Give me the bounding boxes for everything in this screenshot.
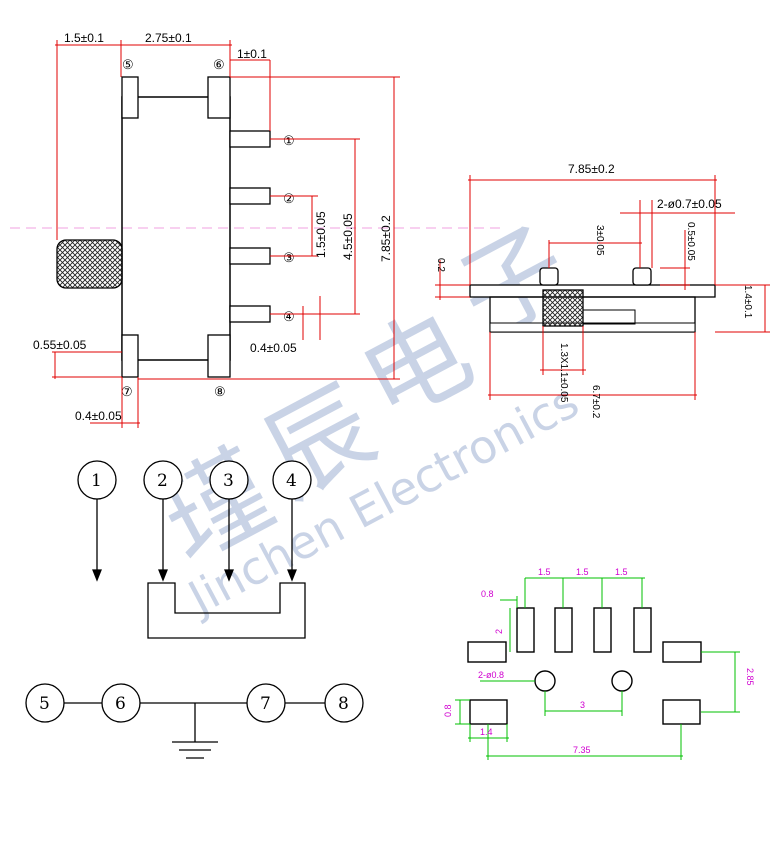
sch-label-6: 6 — [115, 694, 126, 714]
actuator-hatch — [56, 239, 123, 289]
sch-label-2: 2 — [157, 471, 168, 491]
dim-side-pitch: 3±0.05 — [594, 225, 605, 256]
dim-side-actuator: 1.3X1.1±0.05 — [558, 343, 569, 403]
dim-pin-width: 0.4±0.05 — [250, 341, 297, 355]
pad-7 — [121, 334, 139, 378]
sch-label-5: 5 — [39, 694, 50, 714]
sch-label-8: 8 — [338, 694, 349, 714]
pin-4 — [229, 305, 271, 323]
dim-side-boss: 0.5±0.05 — [685, 222, 696, 261]
pad-8 — [207, 334, 231, 378]
fp-dim-lines — [455, 577, 740, 760]
fp-hole-pitch: 3 — [580, 700, 585, 710]
fp-pad-h2: 0.8 — [443, 704, 453, 717]
dim-pad-spacing: 1.5±0.1 — [64, 31, 104, 45]
fp-tab-br — [662, 699, 701, 725]
fp-pad-2 — [554, 607, 573, 653]
fp-span: 7.35 — [573, 745, 591, 755]
footprint: 1.5 1.5 1.5 0.8 2 2-ø0.8 3 2.85 0.8 1.4 … — [443, 567, 755, 760]
fp-pad-w: 0.8 — [481, 589, 494, 599]
pin-2 — [229, 187, 271, 205]
boss-right — [632, 267, 652, 286]
pin-label-4: ④ — [283, 310, 295, 325]
sch-label-7: 7 — [260, 694, 271, 714]
dim-side-thin: 0.2 — [435, 258, 446, 272]
fp-vert: 2.85 — [745, 668, 755, 686]
dim-side-height: 1.4±0.1 — [742, 285, 753, 319]
sch-label-3: 3 — [223, 471, 234, 491]
pin-label-8: ⑧ — [214, 385, 226, 400]
sch-label-4: 4 — [286, 471, 297, 491]
dim-overall-length: 7.85±0.2 — [379, 215, 393, 262]
fp-pad-1 — [516, 607, 535, 653]
fp-pad-h: 2 — [494, 629, 504, 634]
sch-label-1: 1 — [91, 471, 102, 491]
dim-pad-height: 1±0.1 — [237, 47, 267, 61]
pin-label-7: ⑦ — [121, 385, 133, 400]
pin-label-1: ① — [283, 134, 295, 149]
fp-tab-tr — [662, 641, 702, 663]
boss-left — [539, 267, 559, 286]
fp-pitch-2: 1.5 — [576, 567, 589, 577]
dim-pin-span: 4.5±0.05 — [341, 213, 355, 260]
side-dim-lines — [435, 175, 770, 400]
side-body — [469, 284, 716, 298]
schematic: 1 2 3 4 5 6 7 8 — [25, 460, 364, 759]
dim-pin-pitch: 1.5±0.05 — [314, 211, 328, 258]
fp-tab-bl — [469, 699, 508, 725]
fp-pad-3 — [593, 607, 612, 653]
pad-5 — [121, 76, 139, 119]
dim-side-bottom: 6.7±0.2 — [590, 385, 601, 419]
slider-contact — [147, 582, 306, 639]
watermark: 瑾 辰 电 子 Jinchen Electronics — [141, 204, 589, 626]
pad-6 — [207, 76, 231, 119]
top-dim-lines — [52, 40, 400, 428]
top-view: ⑤ ⑥ ① ② ③ ④ ⑦ ⑧ — [33, 31, 400, 428]
fp-pad-w2: 1.4 — [480, 727, 493, 737]
pin-label-2: ② — [283, 192, 295, 207]
dim-tab-width: 0.4±0.05 — [75, 409, 122, 423]
fp-tab-tl — [467, 641, 507, 663]
fp-pad-4 — [633, 607, 652, 653]
side-actuator — [542, 289, 584, 327]
fp-hole-left — [534, 670, 556, 692]
fp-pitch-3: 1.5 — [615, 567, 628, 577]
pin-label-5: ⑤ — [122, 58, 134, 73]
pin-1 — [229, 130, 271, 148]
dim-side-width: 7.85±0.2 — [568, 162, 615, 176]
dim-side-hole: 2-ø0.7±0.05 — [657, 197, 722, 211]
watermark-char-4: 子 — [439, 204, 589, 361]
side-view: 7.85±0.2 2-ø0.7±0.05 3±0.05 0.5±0.05 0.2… — [435, 162, 770, 419]
fp-hole: 2-ø0.8 — [478, 670, 504, 680]
dim-tab-height: 0.55±0.05 — [33, 338, 87, 352]
side-plate — [489, 322, 696, 333]
fp-hole-right — [611, 670, 633, 692]
dim-body-width: 2.75±0.1 — [145, 31, 192, 45]
top-body — [121, 96, 231, 361]
pin-3 — [229, 247, 271, 265]
pin-label-3: ③ — [283, 251, 295, 266]
fp-pitch-1: 1.5 — [538, 567, 551, 577]
side-inner — [582, 309, 636, 325]
pin-label-6: ⑥ — [213, 58, 225, 73]
